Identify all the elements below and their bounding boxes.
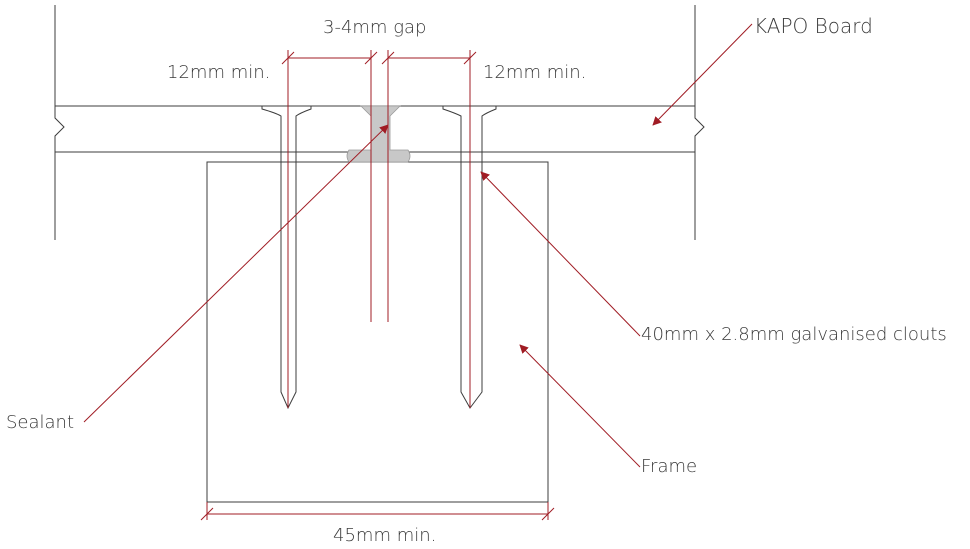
right-edge-label: 12mm min.	[483, 62, 587, 83]
leader-sealant	[83, 124, 389, 423]
frame-label: Frame	[641, 456, 698, 477]
dim-right-edge	[381, 51, 477, 65]
clouts-label: 40mm x 2.8mm galvanised clouts	[641, 324, 947, 345]
board-label: KAPO Board	[754, 14, 873, 38]
leader-frame	[519, 344, 641, 468]
sealant-label: Sealant	[6, 412, 75, 433]
frame-width-label: 45mm min.	[333, 525, 437, 546]
left-clout	[261, 50, 312, 410]
leader-board	[652, 23, 753, 126]
left-edge-label: 12mm min.	[167, 62, 271, 83]
right-clout	[442, 50, 497, 409]
gap-label: 3-4mm gap	[323, 17, 427, 38]
frame	[206, 161, 549, 503]
gap-lines	[370, 50, 389, 322]
wall-lines	[54, 5, 705, 240]
dim-left-edge	[281, 51, 378, 65]
leader-clouts	[480, 171, 641, 337]
dim-frame-width	[200, 502, 555, 521]
